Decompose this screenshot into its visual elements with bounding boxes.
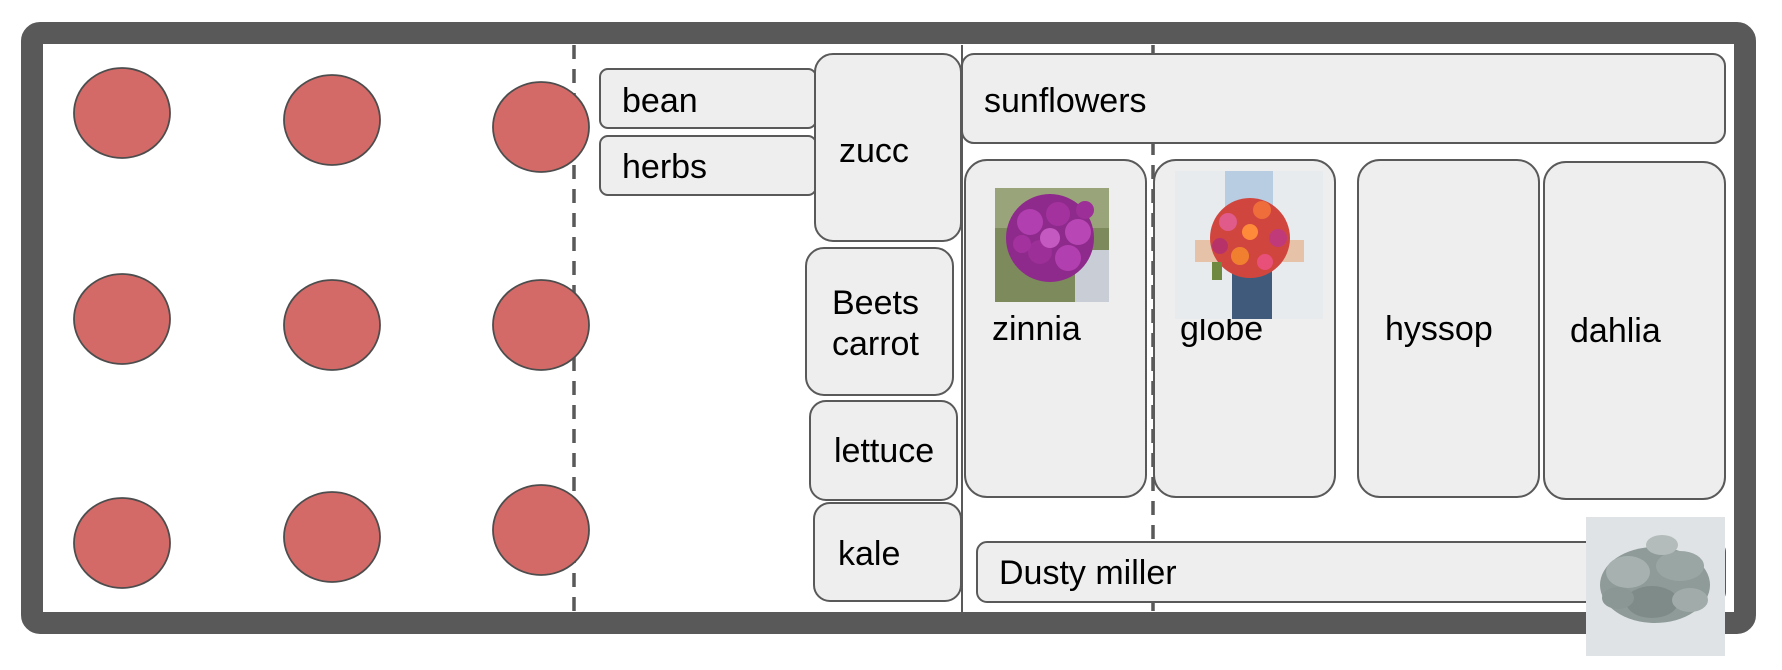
bed-dusty-miller: Dusty miller (976, 541, 1726, 603)
plant-circle (283, 491, 381, 583)
plant-circle (73, 273, 171, 365)
bed-sunflowers: sunflowers (961, 53, 1726, 144)
bed-hyssop: hyssop (1357, 159, 1540, 498)
bed-bean: bean (599, 68, 817, 129)
bed-label-carrot: carrot (832, 325, 919, 363)
bed-label-bean: bean (622, 82, 698, 120)
dusty-miller-photo (1586, 517, 1725, 656)
bed-label-dahlia: dahlia (1570, 312, 1661, 350)
bed-label-sunflowers: sunflowers (984, 82, 1147, 120)
plant-circle (283, 74, 381, 166)
bed-zucc: zucc (814, 53, 962, 242)
bed-kale: kale (813, 502, 962, 602)
plant-grid (73, 67, 590, 589)
plant-circle (492, 484, 590, 576)
plant-circle (73, 497, 171, 589)
garden-frame (21, 22, 1756, 634)
bed-label-beets: Beets (832, 284, 919, 322)
bed-herbs: herbs (599, 135, 817, 196)
plant-circle (283, 279, 381, 371)
plant-circle (492, 81, 590, 173)
bed-label-kale: kale (838, 535, 900, 573)
bed-lettuce: lettuce (809, 400, 958, 501)
plant-circle (73, 67, 171, 159)
bed-label-lettuce: lettuce (834, 432, 934, 470)
bed-label-zucc: zucc (839, 132, 909, 170)
zinnia-bouquet-photo (995, 188, 1109, 302)
bed-label-dusty-miller: Dusty miller (999, 554, 1177, 592)
globe-amaranth-bouquet-photo (1175, 171, 1323, 319)
bed-label-herbs: herbs (622, 148, 707, 186)
bed-beets-carrot: Beets carrot (805, 247, 954, 396)
bed-dahlia: dahlia (1543, 161, 1726, 500)
plant-circle (492, 279, 590, 371)
bed-label-hyssop: hyssop (1385, 310, 1493, 348)
bed-label-zinnia: zinnia (992, 310, 1081, 348)
